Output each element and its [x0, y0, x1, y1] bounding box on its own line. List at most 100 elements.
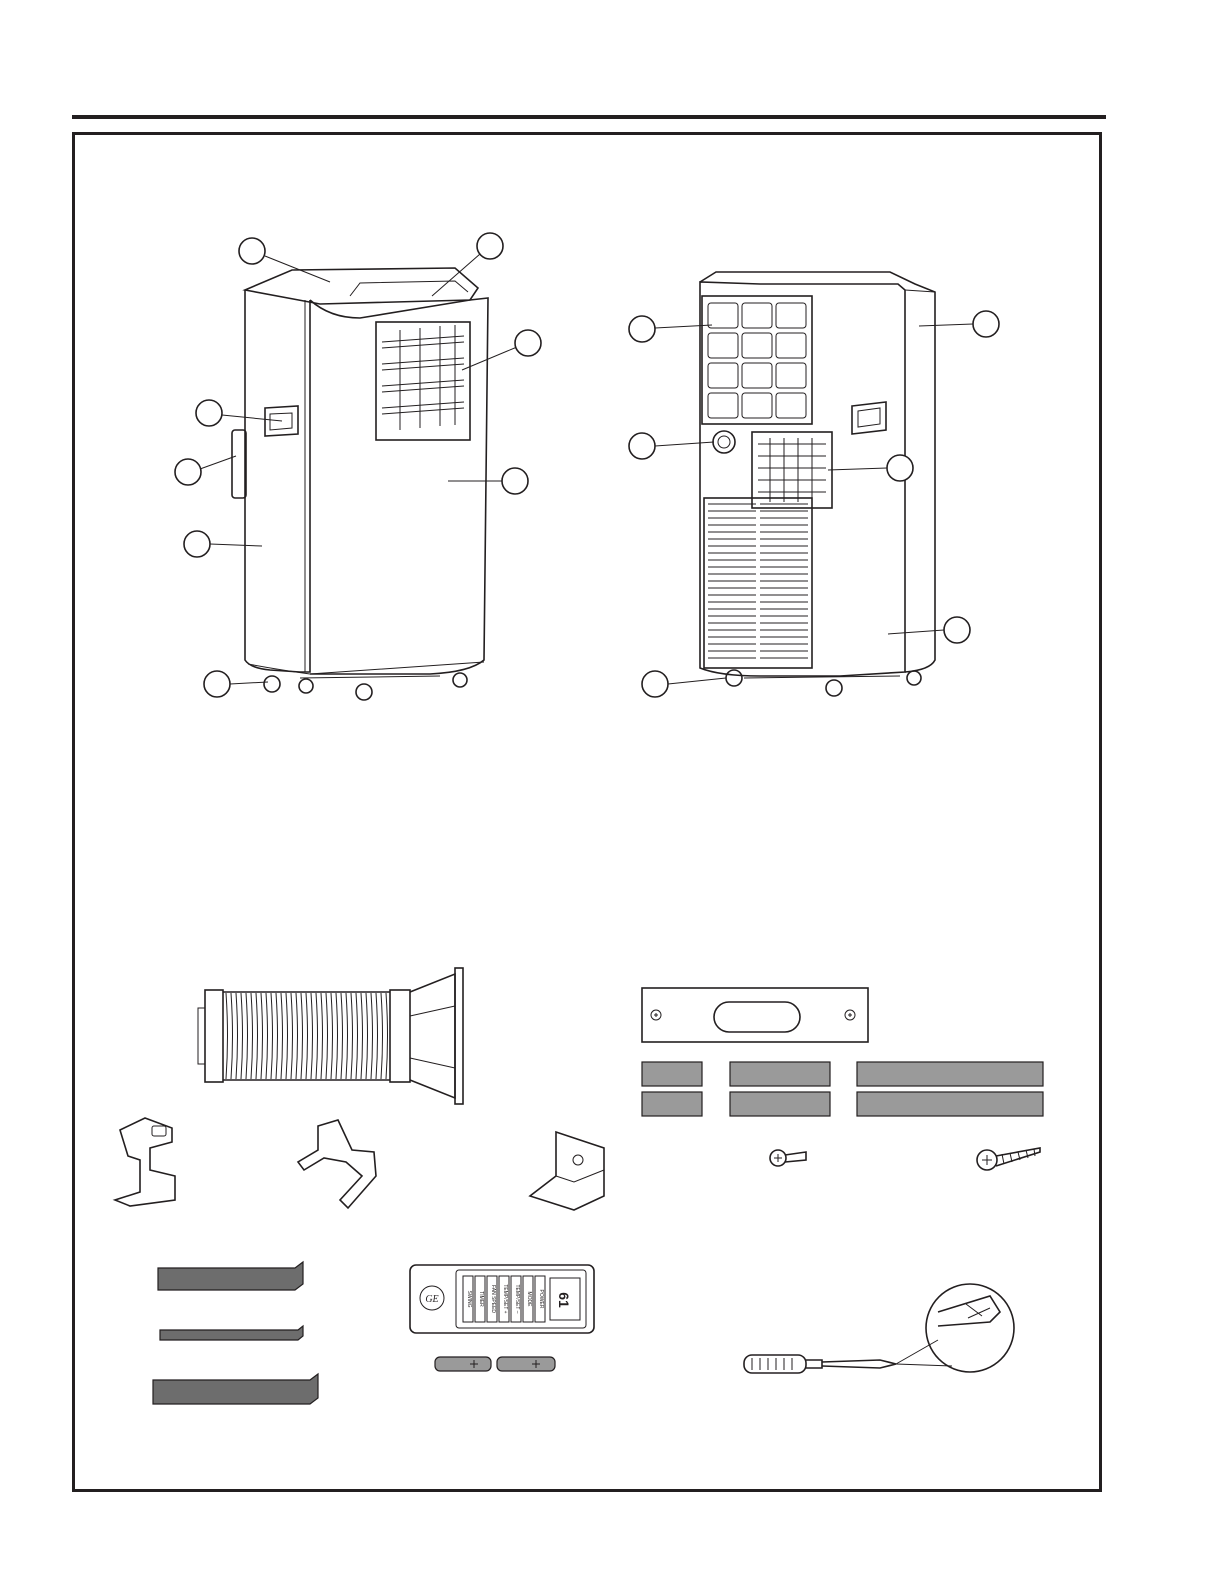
hose-rib: [326, 993, 328, 1079]
rear-casters: [726, 670, 921, 696]
hose-rib: [336, 993, 338, 1079]
hose-rib: [361, 993, 363, 1079]
hose-rib: [331, 993, 333, 1079]
hose-rib: [256, 993, 258, 1079]
hose-rib: [276, 993, 278, 1079]
window-slider-kit: [642, 988, 1043, 1116]
drain-cap: [713, 431, 735, 453]
callout-circle: [175, 459, 201, 485]
hose-rib: [281, 993, 283, 1079]
remote-button-label: SWING: [466, 1291, 472, 1308]
callout-circle: [629, 433, 655, 459]
hose-corrugation: [226, 993, 388, 1079]
hose-rib: [286, 993, 288, 1079]
window-slider-with-opening: [642, 988, 868, 1042]
slider-panel-medium: [730, 1092, 830, 1116]
hose-rib: [301, 993, 303, 1079]
upper-filter-grid: [708, 303, 806, 418]
remote-button-label: MODE: [526, 1292, 532, 1308]
foam-seal-thin: [160, 1326, 303, 1340]
screwdriver-tip-detail: [926, 1284, 1014, 1372]
hose-rib: [351, 993, 353, 1079]
remote-button-label: TIMER: [478, 1291, 484, 1307]
rear-side-handle: [852, 402, 886, 434]
rear-view-unit: [700, 272, 935, 696]
foam-seals: [153, 1262, 318, 1404]
hose-end-connector: [205, 990, 223, 1082]
slider-opening: [714, 1002, 800, 1032]
hose-rib: [371, 993, 373, 1079]
slider-panel-short: [642, 1062, 702, 1086]
short-screw: [770, 1150, 806, 1166]
long-screw: [977, 1148, 1040, 1170]
slider-panel-long: [857, 1062, 1043, 1086]
rear-panel: [700, 282, 905, 676]
hose-rib: [266, 993, 268, 1079]
hose-rib: [311, 993, 313, 1079]
hose-rib: [356, 993, 358, 1079]
remote-button-label: TEMP/SET –: [514, 1284, 520, 1313]
hose-rib: [236, 993, 238, 1079]
hose-rib: [271, 993, 273, 1079]
hose-rib: [341, 993, 343, 1079]
callout-circle: [477, 233, 503, 259]
callout-circle: [642, 671, 668, 697]
cord-holder: [232, 430, 246, 498]
hose-rib: [291, 993, 293, 1079]
remote-buttons: POWER MODE TEMP/SET – TEMP/SET + FAN SPEED TI…: [463, 1276, 545, 1322]
callout-circle: [239, 238, 265, 264]
batteries: [435, 1357, 555, 1371]
callout-circle: [204, 671, 230, 697]
exhaust-hose: [198, 968, 463, 1104]
foam-seal-thick: [158, 1262, 303, 1290]
window-adapter: [410, 974, 455, 1098]
hose-adapter-ring: [390, 990, 410, 1082]
callout-circle: [944, 617, 970, 643]
hose-rib: [321, 993, 323, 1079]
hose-rib: [386, 993, 388, 1079]
front-panel: [310, 298, 488, 674]
remote-display-value: 61: [556, 1292, 572, 1308]
hose-rib: [246, 993, 248, 1079]
exhaust-grid: [758, 438, 826, 502]
hose-rib: [296, 993, 298, 1079]
front-casters: [264, 673, 467, 700]
hose-rib: [241, 993, 243, 1079]
front-view-unit: [232, 268, 488, 700]
hose-rib: [261, 993, 263, 1079]
callout-circle: [184, 531, 210, 557]
remote-button-label: TEMP/SET +: [502, 1284, 508, 1313]
window-bracket: [115, 1118, 175, 1206]
callout-circle: [502, 468, 528, 494]
upper-filter-frame: [702, 296, 812, 424]
remote-button-label: FAN SPEED: [490, 1285, 496, 1313]
screwdriver-handle: [744, 1355, 806, 1373]
rear-callouts: [629, 311, 999, 697]
hose-rib: [376, 993, 378, 1079]
l-bracket: [530, 1132, 604, 1210]
callout-circle: [196, 400, 222, 426]
hose-rib: [226, 993, 228, 1079]
remote-button-label: POWER: [538, 1290, 544, 1309]
slider-panel-short: [642, 1092, 702, 1116]
front-side-panel: [245, 290, 310, 672]
hose-clip: [298, 1120, 376, 1208]
callout-circle: [515, 330, 541, 356]
front-control-panel-outline: [350, 281, 468, 296]
lower-grille-slats: [708, 504, 808, 658]
slider-panel-medium: [730, 1062, 830, 1086]
callout-circle: [973, 311, 999, 337]
screwdriver: [744, 1284, 1014, 1373]
air-louvers: [382, 325, 464, 430]
foam-seal-wide: [153, 1374, 318, 1404]
hose-rib: [346, 993, 348, 1079]
slider-panel-long: [857, 1092, 1043, 1116]
hose-rib: [231, 993, 233, 1079]
hose-rib: [381, 993, 383, 1079]
callout-circle: [887, 455, 913, 481]
lower-intake-grille: [704, 498, 812, 668]
hose-rib: [316, 993, 318, 1079]
